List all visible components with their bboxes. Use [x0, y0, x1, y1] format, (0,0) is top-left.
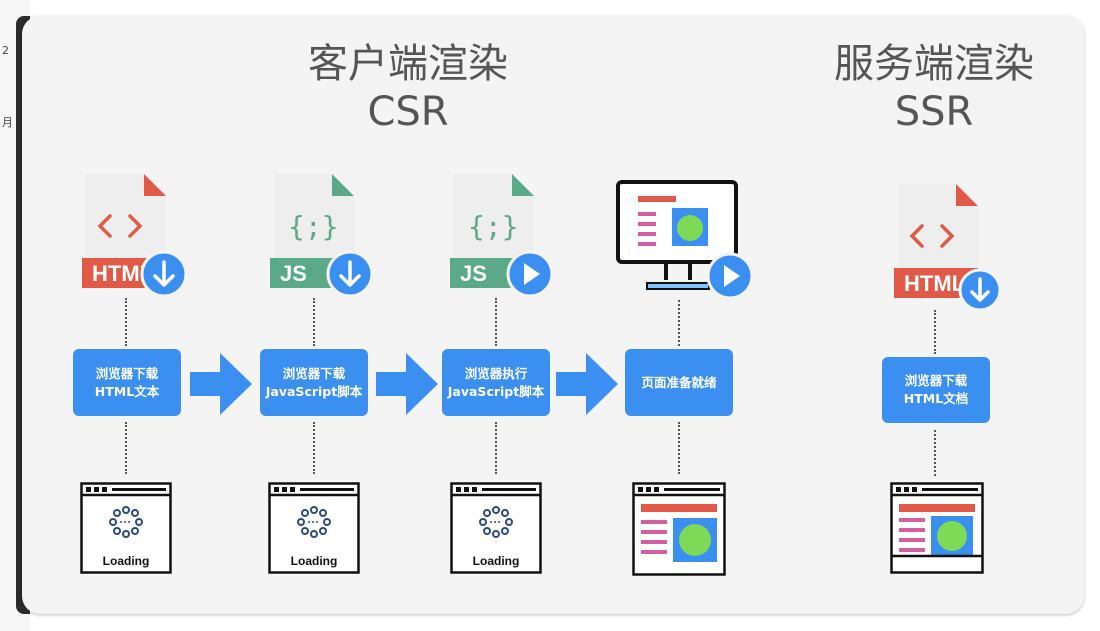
side-fragment: 月 [2, 116, 13, 129]
loading-text: Loading [472, 554, 520, 568]
csr-title-cn: 客户端渲染 [308, 41, 508, 87]
ssr-title-en: SSR [894, 89, 974, 135]
step-line: 浏览器下载 [282, 365, 346, 381]
step-line: 浏览器执行 [464, 365, 528, 381]
loading-window: Loading [268, 482, 360, 574]
connector-dots [495, 298, 497, 346]
html-file-download-icon: HTML [894, 184, 1002, 310]
connector-dots [934, 310, 936, 354]
html-file-download-icon: HTML [82, 174, 188, 298]
flow-arrow-icon [556, 353, 618, 415]
connector-dots [678, 300, 680, 346]
rendered-page-icon [632, 482, 726, 576]
js-label: JS [280, 261, 307, 286]
loading-spinner-icon [80, 482, 172, 574]
connector-dots [678, 422, 680, 474]
loading-window: Loading [80, 482, 172, 574]
connector-dots [313, 298, 315, 346]
step-line: HTML文档 [903, 391, 969, 406]
loading-text: Loading [290, 554, 338, 568]
flow-arrow-icon [376, 353, 438, 415]
flow-arrow-icon [190, 353, 252, 415]
ssr-title: 服务端渲染 SSR [784, 40, 1084, 136]
step-line: HTML文本 [94, 383, 160, 399]
ssr-title-cn: 服务端渲染 [834, 41, 1034, 87]
step-ssr-download-html: 浏览器下载 HTML文档 [882, 357, 990, 423]
step-line: 页面准备就绪 [641, 374, 717, 390]
step-line: JavaScript脚本 [447, 383, 545, 399]
svg-text:{;}: {;} [288, 210, 339, 243]
loading-spinner-icon [450, 482, 542, 574]
csr-title: 客户端渲染 CSR [258, 40, 558, 136]
loading-text: Loading [102, 554, 150, 568]
svg-text:{;}: {;} [468, 210, 519, 243]
step-line: 浏览器下载 [904, 373, 968, 388]
loading-window: Loading [450, 482, 542, 574]
rendered-page-icon [890, 482, 984, 574]
js-label: JS [460, 261, 487, 286]
loading-spinner-icon [268, 482, 360, 574]
connector-dots [313, 422, 315, 474]
connector-dots [125, 298, 127, 346]
csr-title-en: CSR [367, 89, 449, 135]
step-line: JavaScript脚本 [265, 383, 363, 399]
step-execute-js: 浏览器执行 JavaScript脚本 [442, 349, 550, 416]
monitor-render-icon [616, 180, 754, 300]
step-page-ready: 页面准备就绪 [625, 349, 733, 416]
step-line: 浏览器下载 [95, 365, 159, 381]
js-file-execute-icon: {;} JS [450, 174, 554, 298]
js-file-download-icon: {;} JS [270, 174, 374, 298]
step-download-js: 浏览器下载 JavaScript脚本 [260, 349, 368, 416]
step-download-html: 浏览器下载 HTML文本 [73, 349, 181, 416]
side-fragment: 2 [2, 44, 9, 57]
connector-dots [934, 430, 936, 476]
connector-dots [495, 422, 497, 474]
connector-dots [125, 422, 127, 474]
html-label: HTML [904, 271, 965, 296]
